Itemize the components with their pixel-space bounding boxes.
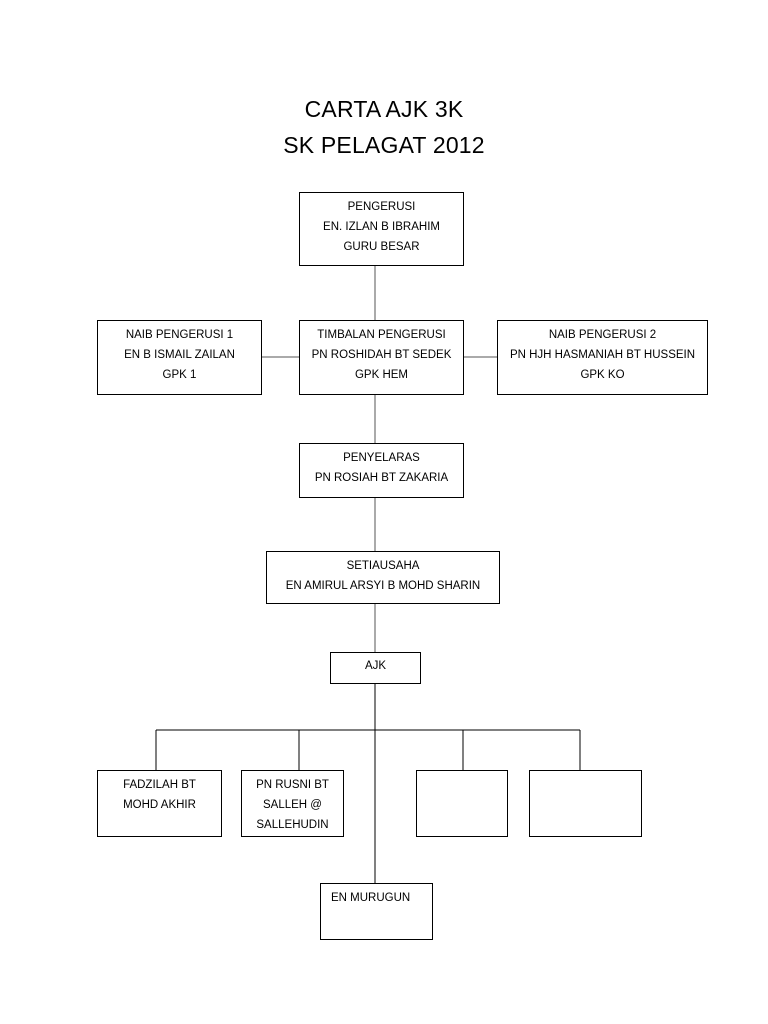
node-naib-pengerusi-2-role: NAIB PENGERUSI 2 xyxy=(548,329,657,341)
node-pengerusi-position: GURU BESAR xyxy=(343,241,420,253)
node-member-4-empty xyxy=(529,770,642,837)
node-member-5: EN MURUGUN xyxy=(320,883,433,940)
node-member-3-empty xyxy=(416,770,508,837)
node-member-2-line3: SALLEHUDIN xyxy=(256,819,329,831)
node-setiausaha-role: SETIAUSAHA xyxy=(346,560,420,572)
node-naib-pengerusi-2-name: PN HJH HASMANIAH BT HUSSEIN xyxy=(509,349,696,361)
node-penyelaras-name: PN ROSIAH BT ZAKARIA xyxy=(314,472,449,484)
node-setiausaha-name: EN AMIRUL ARSYI B MOHD SHARIN xyxy=(285,580,481,592)
node-member-2-line2: SALLEH @ xyxy=(263,799,322,811)
node-pengerusi-name: EN. IZLAN B IBRAHIM xyxy=(323,221,440,233)
node-naib-pengerusi-2: NAIB PENGERUSI 2 PN HJH HASMANIAH BT HUS… xyxy=(497,320,708,395)
node-naib-pengerusi-2-position: GPK KO xyxy=(580,369,625,381)
node-member-1-line2: MOHD AKHIR xyxy=(123,799,196,811)
node-member-2: PN RUSNI BT SALLEH @ SALLEHUDIN xyxy=(241,770,344,837)
node-timbalan-pengerusi: TIMBALAN PENGERUSI PN ROSHIDAH BT SEDEK … xyxy=(299,320,464,395)
node-penyelaras: PENYELARAS PN ROSIAH BT ZAKARIA xyxy=(299,443,464,498)
node-member-1: FADZILAH BT MOHD AKHIR xyxy=(97,770,222,837)
node-ajk: AJK xyxy=(330,652,421,684)
node-timbalan-pengerusi-role: TIMBALAN PENGERUSI xyxy=(317,329,446,341)
chart-title: CARTA AJK 3K xyxy=(304,96,464,122)
node-member-1-line1: FADZILAH BT xyxy=(123,779,196,791)
chart-subtitle: SK PELAGAT 2012 xyxy=(283,132,485,158)
node-member-5-line1: EN MURUGUN xyxy=(331,892,411,904)
node-timbalan-pengerusi-position: GPK HEM xyxy=(354,369,409,381)
node-setiausaha: SETIAUSAHA EN AMIRUL ARSYI B MOHD SHARIN xyxy=(266,551,500,604)
node-naib-pengerusi-1-position: GPK 1 xyxy=(162,369,197,381)
node-penyelaras-role: PENYELARAS xyxy=(343,452,420,464)
node-naib-pengerusi-1-name: EN B ISMAIL ZAILAN xyxy=(124,349,235,361)
node-member-2-line1: PN RUSNI BT xyxy=(256,779,329,791)
node-naib-pengerusi-1: NAIB PENGERUSI 1 EN B ISMAIL ZAILAN GPK … xyxy=(97,320,262,395)
node-pengerusi: PENGERUSI EN. IZLAN B IBRAHIM GURU BESAR xyxy=(299,192,464,266)
node-pengerusi-role: PENGERUSI xyxy=(347,201,416,213)
node-ajk-label: AJK xyxy=(364,660,387,672)
node-timbalan-pengerusi-name: PN ROSHIDAH BT SEDEK xyxy=(311,349,452,361)
node-naib-pengerusi-1-role: NAIB PENGERUSI 1 xyxy=(125,329,234,341)
